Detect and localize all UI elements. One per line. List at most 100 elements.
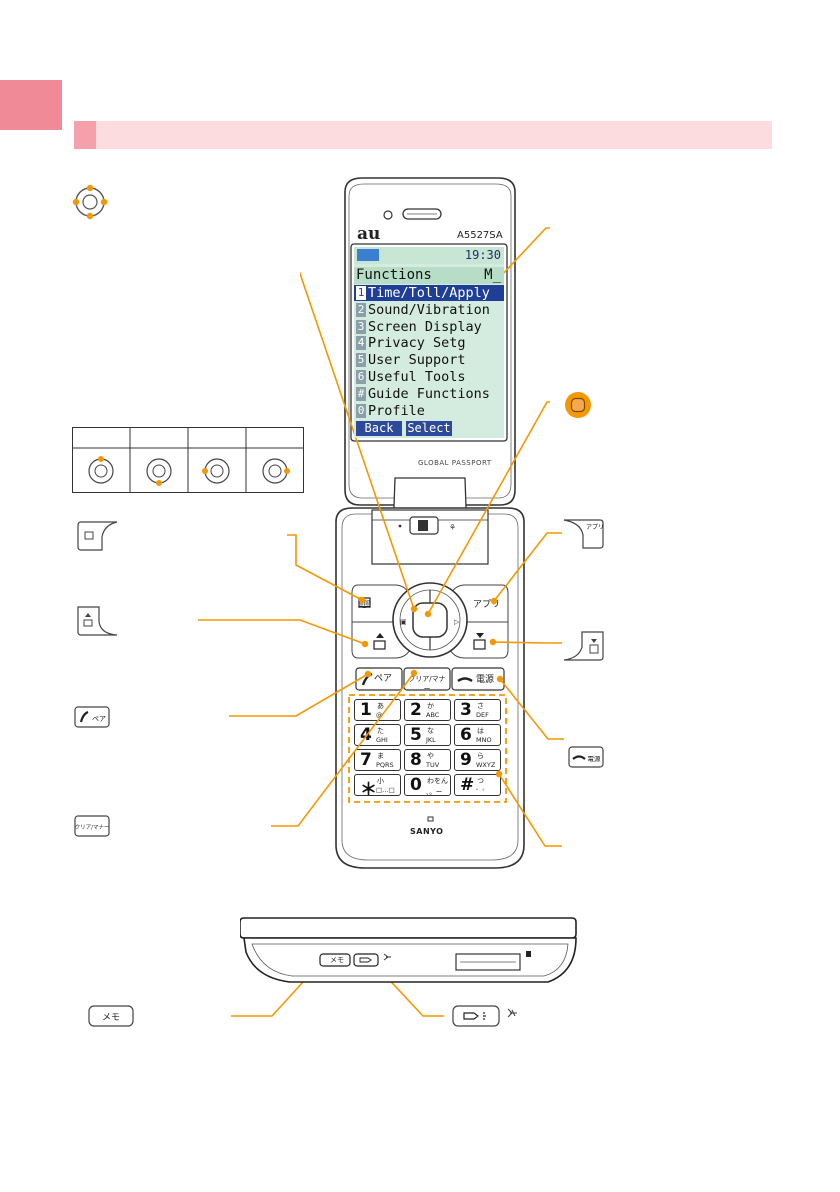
menu-item-number: # xyxy=(356,386,366,401)
clear-manner-key-icon: クリア/マナー xyxy=(74,815,110,837)
digit-key-letters: MNO xyxy=(476,736,492,744)
section-heading-marker xyxy=(74,121,96,149)
menu-item-number: 6 xyxy=(356,370,366,384)
app-key-label: アプリ xyxy=(586,524,604,531)
menu-header: Functions M_ xyxy=(354,267,504,284)
digit-key-number: # xyxy=(460,775,475,795)
menu-item-label: User Support xyxy=(368,352,466,369)
digit-key-kana: は xyxy=(477,727,484,735)
chapter-tab xyxy=(0,80,62,130)
menu-item-label: Privacy Setg xyxy=(368,335,466,352)
pair-key-text: ペア xyxy=(374,674,393,684)
memo-key-label: メモ xyxy=(102,1013,120,1023)
digit-key-number: 9 xyxy=(460,750,472,770)
digit-key-letters: DEF xyxy=(476,711,489,719)
digit-key[interactable]: #つ゛゜ xyxy=(454,774,501,796)
digit-key-letters: ABC xyxy=(426,711,440,719)
digit-key-letters: WXYZ xyxy=(476,761,496,769)
digit-key-letters: PQRS xyxy=(376,761,394,769)
speaker-key-icon xyxy=(452,1005,517,1027)
softkey-select[interactable]: Select xyxy=(406,421,452,436)
digit-key-kana: た xyxy=(377,727,384,735)
digit-key-kana: な xyxy=(427,727,434,735)
ez-key-icon xyxy=(563,631,604,661)
digit-key-letters: JKL xyxy=(426,736,436,744)
digit-key-number: 1 xyxy=(360,700,372,720)
maker-logo: SANYO xyxy=(410,827,444,836)
cursor-key-icon xyxy=(72,184,108,220)
digit-key-letters: GHI xyxy=(376,736,388,744)
digit-key-letters: 、。ー xyxy=(426,788,443,796)
digit-key-kana: つ xyxy=(477,777,484,785)
center-key-icon xyxy=(565,392,591,418)
menu-item-label: Profile xyxy=(368,402,425,419)
digit-key-kana: わをん xyxy=(427,777,448,785)
status-bar: 19:30 xyxy=(354,247,504,264)
clock: 19:30 xyxy=(464,248,501,262)
menu-item-number: 2 xyxy=(356,302,366,317)
power-key-text: 電源 xyxy=(476,675,495,685)
app-key-icon: アプリ xyxy=(563,519,604,549)
menu-item-label: Screen Display xyxy=(368,318,482,335)
digit-key-number: 3 xyxy=(460,700,472,720)
digit-key[interactable]: ＊小□…□ xyxy=(354,774,401,800)
digit-key-kana: か xyxy=(427,702,434,710)
digit-key-letters: TUV xyxy=(426,761,440,769)
menu-item-label: Time/Toll/Apply xyxy=(368,285,490,301)
svg-text:⚘: ⚘ xyxy=(449,523,456,532)
cursor-direction-table xyxy=(72,427,304,493)
digit-key-kana: ま xyxy=(377,752,384,760)
digit-key-letters: ゛゜ xyxy=(476,788,489,796)
digit-key-letters: @ xyxy=(376,711,383,719)
menu-item-label: Useful Tools xyxy=(368,369,466,385)
digit-key-number: 7 xyxy=(360,750,372,770)
svg-text:▷: ▷ xyxy=(454,618,460,626)
digit-key-kana: 小 xyxy=(377,777,384,785)
app-key-text: アプリ xyxy=(473,600,501,610)
clear-manner-key-text: クリア/マナー xyxy=(408,675,446,693)
digit-key-kana: さ xyxy=(477,702,484,710)
digit-key-number: 6 xyxy=(460,725,472,745)
digit-key-number: ＊ xyxy=(360,780,377,800)
address-book-key-icon xyxy=(77,521,118,551)
mail-key-icon xyxy=(77,606,118,636)
digit-key-number: 8 xyxy=(410,750,422,770)
softkey-back[interactable]: Back xyxy=(356,421,402,436)
menu-item-number: 4 xyxy=(356,336,366,351)
phone-side-view xyxy=(240,917,577,983)
memo-key-icon: メモ xyxy=(88,1005,134,1027)
pair-key-label: ペア xyxy=(92,715,106,723)
menu-item-number: 1 xyxy=(356,286,366,300)
signal-icon xyxy=(357,249,379,261)
digit-key-kana: や xyxy=(427,752,434,760)
menu-item[interactable]: #Guide Functions xyxy=(354,386,504,402)
memo-side-key-text: メモ xyxy=(330,956,344,964)
menu-item-number: 3 xyxy=(356,319,366,334)
menu-mode: M_ xyxy=(484,267,501,283)
digit-key-kana: ら xyxy=(477,752,484,760)
digit-key-letters: □…□ xyxy=(376,786,395,794)
menu-item-number: 0 xyxy=(356,403,366,418)
model-label: A5527SA xyxy=(457,230,503,241)
global-passport-logo: GLOBAL PASSPORT xyxy=(418,459,492,467)
carrier-logo: au xyxy=(357,224,381,244)
power-key-label: 電源 xyxy=(588,754,602,763)
